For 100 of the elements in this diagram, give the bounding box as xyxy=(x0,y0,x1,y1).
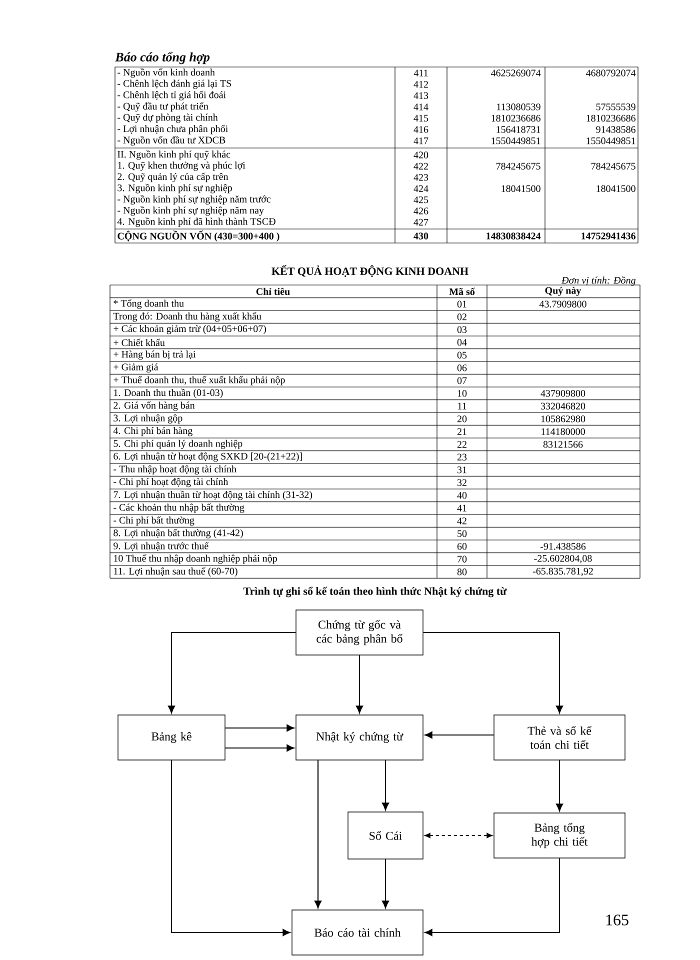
arrow xyxy=(382,760,389,810)
arrow xyxy=(556,760,563,812)
process-box: Sổ Cái xyxy=(348,812,424,860)
table-cell: 2. Giá vốn hàng bán xyxy=(114,401,195,411)
table-cell: 32 xyxy=(457,479,466,486)
table-cell: II. Nguồn kinh phí quỹ khác xyxy=(118,150,230,160)
table-cell: 1. Doanh thu thuần (01-03) xyxy=(114,388,223,398)
table-cell: 20 xyxy=(457,416,467,422)
table-cell: 422 xyxy=(414,162,428,170)
table-cell: 31 xyxy=(457,466,466,474)
arrow xyxy=(168,632,296,714)
table-cell: - Nguồn vốn kinh doanh xyxy=(118,68,215,78)
table-cell: 03 xyxy=(457,326,467,333)
table-cell: 437909800 xyxy=(540,390,586,397)
table-cell: 4. Nguồn kinh phí đã hình thành TSCĐ xyxy=(117,218,276,227)
table-cell: 1. Quỹ khen thưởng và phúc lợi xyxy=(118,162,246,171)
table-cell: + Giảm giá xyxy=(114,363,158,372)
arrow xyxy=(356,655,363,714)
table-cell: - Nguồn vốn đầu tư XDCB xyxy=(118,136,226,146)
table-cell: - Quỹ dự phòng tài chính xyxy=(118,114,218,123)
table-cell: 18041500 xyxy=(596,185,636,192)
table-cell: 02 xyxy=(457,314,466,320)
table-cell: 420 xyxy=(414,152,428,158)
table-cell: Trong đó: Doanh thu hàng xuất khẩu xyxy=(113,312,262,322)
table-cell: - Chi phí bất thường xyxy=(114,516,194,526)
heading: Trình tự ghi sổ kế toán theo hình thức Nhật ký chứng từ xyxy=(244,586,507,598)
table-cell: 4680792074 xyxy=(586,70,636,76)
table-cell: 14830838424 xyxy=(486,232,541,240)
table-cell: 156418731 xyxy=(496,126,540,133)
table-cell: 5. Chi phí quản lý doanh nghiệp xyxy=(114,440,242,449)
arrow xyxy=(170,760,290,936)
table-cell: 414 xyxy=(414,104,428,110)
table-cell: Quý này xyxy=(545,286,582,296)
table-cell: 413 xyxy=(414,92,428,99)
table-cell: 426 xyxy=(414,208,428,214)
unit-note: Đơn vị tính: Đồng xyxy=(561,276,636,286)
process-box: Bảng tổng hợp chi tiết xyxy=(494,812,626,858)
table-cell: 411 xyxy=(414,70,428,76)
table-cell: 10 xyxy=(458,390,467,397)
table-cell: 83121566 xyxy=(543,441,583,448)
table-cell: 412 xyxy=(414,81,428,88)
table-cell: 784245675 xyxy=(496,162,540,170)
table-cell: 01 xyxy=(457,300,466,308)
table-cell: 6. Lợi nhuận từ hoạt động SXKD [20-(21+22)] xyxy=(114,452,302,462)
table-cell: 427 xyxy=(414,218,428,226)
table-cell: 425 xyxy=(414,196,428,204)
table-cell: 10 Thuế thu nhập doanh nghiệp phải nộp xyxy=(114,554,277,564)
table-cell: 07 xyxy=(457,377,467,384)
table-cell: 41 xyxy=(457,504,466,512)
table-cell: 1550449851 xyxy=(492,137,540,144)
table-cell: 40 xyxy=(457,492,467,499)
table-cell: - Lợi nhuận chưa phân phối xyxy=(118,124,228,134)
table-cell: 430 xyxy=(414,232,428,240)
process-box: Chứng từ gốc và các bảng phân bổ xyxy=(296,610,424,656)
heading: KẾT QUẢ HOẠT ĐỘNG KINH DOANH xyxy=(272,265,468,277)
table-cell: 11 xyxy=(458,402,466,410)
page-number: 165 xyxy=(606,914,628,926)
table-cell: 22 xyxy=(457,441,466,448)
table-cell: 113080539 xyxy=(497,104,540,110)
table-cell: CỘNG NGUỒN VỐN (430=300+400 ) xyxy=(118,230,280,242)
table-cell: 2. Quỹ quản lý của cấp trên xyxy=(118,172,228,182)
arrow xyxy=(225,744,294,752)
table-cell: 43.7909800 xyxy=(539,300,586,308)
table-cell: - Thu nhập hoạt động tài chính xyxy=(114,465,236,474)
table-cell: 3. Nguồn kinh phí sự nghiệp xyxy=(118,184,232,194)
table-cell: 424 xyxy=(414,185,428,192)
table-cell: 91438586 xyxy=(596,126,636,133)
table-cell: 18041500 xyxy=(502,185,540,192)
arrow xyxy=(424,732,494,738)
table-cell: - Chênh lệch tỉ giá hối đoái xyxy=(118,90,226,100)
table-cell: 42 xyxy=(457,518,466,524)
table-cell: - Nguồn kinh phí sự nghiệp năm nay xyxy=(118,206,264,216)
table-cell: 1810236686 xyxy=(586,114,636,122)
process-box: Báo cáo tài chính xyxy=(292,910,424,956)
table-cell: 415 xyxy=(414,114,428,122)
table-cell: 784245675 xyxy=(591,162,636,170)
table-cell: * Tổng doanh thu xyxy=(114,299,184,309)
table-cell: - Chênh lệch đánh giá lại TS xyxy=(118,80,231,89)
table-cell: 3. Lợi nhuận gộp xyxy=(114,414,182,424)
table-cell: 21 xyxy=(457,428,466,435)
table-cell: 114180000 xyxy=(542,428,585,435)
table-cell: 50 xyxy=(458,530,467,537)
table-cell: 57555539 xyxy=(596,104,636,110)
table-cell: - Nguồn kinh phí sự nghiệp năm trước xyxy=(118,195,271,204)
table-cell: + Hàng bán bị trả lại xyxy=(114,350,196,360)
table-cell: - Chi phí hoạt động tài chính xyxy=(114,478,228,488)
table-cell: 11. Lợi nhuận sau thuế (60-70) xyxy=(114,567,238,577)
table-cell: 9. Lợi nhuận trước thuế xyxy=(114,542,209,551)
table-cell: 70 xyxy=(458,556,467,562)
table-cell: + Thuế doanh thu, thuế xuất khẩu phải nộp xyxy=(114,376,285,386)
table-cell: 105862980 xyxy=(541,416,586,422)
dashed-arrow xyxy=(424,832,492,838)
table-cell: 23 xyxy=(457,454,467,460)
table-cell: 06 xyxy=(457,364,467,372)
table-cell: 417 xyxy=(414,138,428,144)
table-cell: + Chiết khấu xyxy=(114,338,165,346)
arrow xyxy=(314,760,322,908)
table-cell: 8. Lợi nhuận bất thường (41-42) xyxy=(114,528,243,538)
table-cell: 04 xyxy=(457,339,467,346)
table-cell: 1550449851 xyxy=(586,137,636,144)
